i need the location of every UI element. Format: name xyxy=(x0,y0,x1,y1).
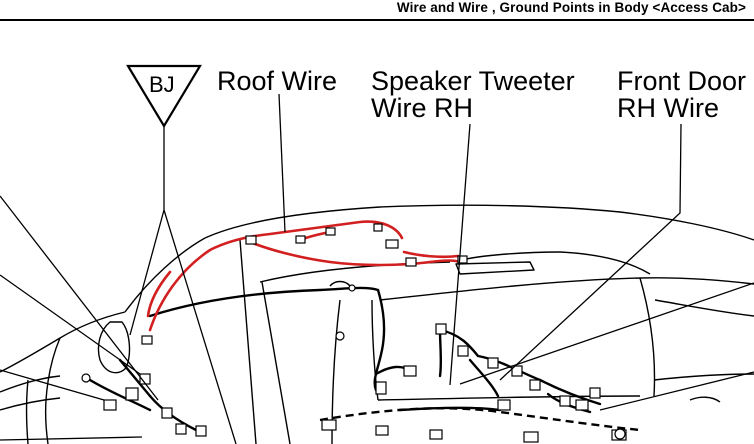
leader-bj-2 xyxy=(129,209,165,336)
connector xyxy=(429,429,443,440)
callout-line: Front Door xyxy=(617,66,747,96)
connector xyxy=(511,365,523,377)
ground-point xyxy=(348,284,356,292)
leader-front-door-2 xyxy=(459,282,754,385)
connector xyxy=(529,379,541,391)
header-title: Wire and Wire , Ground Points in Body <A… xyxy=(396,0,746,15)
connector xyxy=(325,227,336,236)
connector xyxy=(161,407,173,419)
callout-front-door-rh-wire: Front Door RH Wire xyxy=(617,68,746,122)
connector xyxy=(385,239,399,249)
ground-point xyxy=(81,373,91,383)
ground-point xyxy=(614,428,626,440)
connector xyxy=(403,365,417,377)
connectors xyxy=(103,223,627,443)
callout-line: Roof Wire xyxy=(217,66,338,96)
connector xyxy=(103,399,117,411)
leader-roof-wire xyxy=(278,93,286,233)
callout-line: Wire RH xyxy=(371,93,473,123)
roof-wire-highlighted xyxy=(146,220,462,332)
connector xyxy=(125,387,139,401)
ground-point-code: BJ xyxy=(149,72,175,97)
connector xyxy=(559,395,571,407)
connector xyxy=(195,425,207,437)
ground-points xyxy=(81,284,626,440)
connector xyxy=(487,357,499,369)
connector xyxy=(375,425,389,436)
connector xyxy=(405,257,417,267)
connector xyxy=(245,235,257,245)
connector xyxy=(295,235,306,244)
ground-point xyxy=(335,331,345,341)
callout-speaker-tweeter-wire-rh: Speaker Tweeter Wire RH xyxy=(371,68,575,122)
header-rule xyxy=(0,19,754,21)
connector xyxy=(175,423,187,435)
connector xyxy=(523,431,539,443)
leader-speaker-tweeter xyxy=(449,123,471,386)
connector xyxy=(457,345,469,357)
ground-point-symbol xyxy=(126,64,202,129)
callout-roof-wire: Roof Wire xyxy=(217,68,337,95)
leader-front-door xyxy=(499,123,682,381)
callout-line: RH Wire xyxy=(617,93,719,123)
connector xyxy=(321,419,337,431)
connector xyxy=(141,335,153,345)
callout-line: Speaker Tweeter xyxy=(371,66,575,96)
floor-harness-dashed xyxy=(319,407,641,432)
connector xyxy=(497,399,511,411)
connector xyxy=(375,381,387,395)
connector xyxy=(373,223,383,232)
leader-lines xyxy=(0,93,754,444)
connector xyxy=(589,387,601,399)
connector xyxy=(575,399,589,411)
connector xyxy=(457,255,468,264)
connector xyxy=(435,323,447,335)
